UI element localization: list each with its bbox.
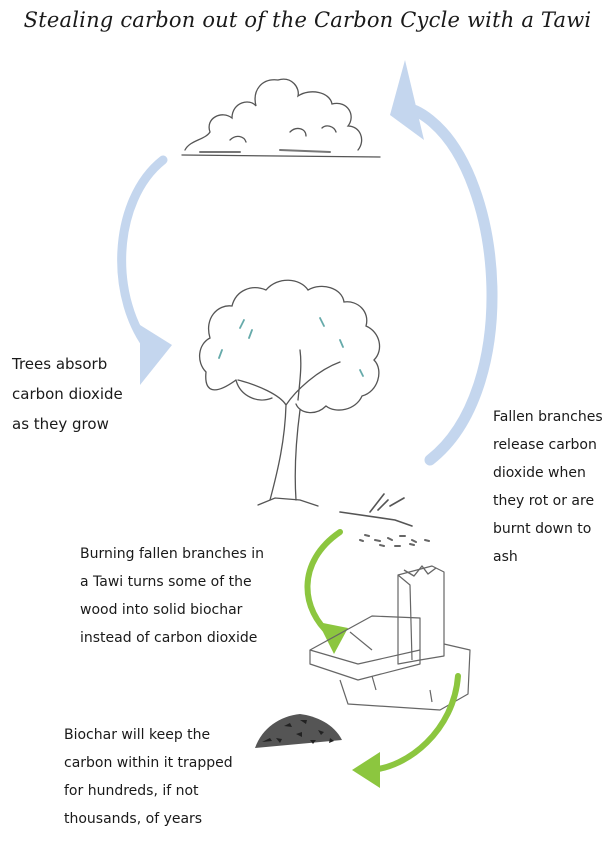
green-arrow-branch-to-tawi (304, 529, 348, 654)
label-line: Trees absorb (12, 355, 108, 373)
label-line: they rot or are (493, 493, 595, 509)
green-arrow-tawi-to-biochar (352, 673, 461, 788)
label-line: carbon dioxide (12, 385, 123, 403)
label-biochar: Biochar will keep the carbon within it t… (64, 721, 233, 833)
label-line: wood into solid biochar (80, 602, 243, 618)
label-fallen-branches: Fallen branches release carbon dioxide w… (493, 403, 603, 571)
label-burning-branches: Burning fallen branches in a Tawi turns … (80, 540, 264, 652)
tree-icon (199, 279, 381, 507)
label-line: release carbon (493, 437, 597, 453)
blue-arrow-cloud-to-tree (117, 155, 172, 385)
label-line: carbon within it trapped (64, 755, 233, 771)
label-line: instead of carbon dioxide (80, 630, 258, 646)
label-trees-absorb: Trees absorb carbon dioxide as they grow (12, 349, 123, 439)
label-line: ash (493, 549, 518, 565)
label-line: for hundreds, if not (64, 783, 199, 799)
page-title: Stealing carbon out of the Carbon Cycle … (23, 8, 592, 32)
fallen-branch-icon (339, 493, 430, 547)
label-line: burnt down to (493, 521, 592, 537)
label-line: thousands, of years (64, 811, 203, 827)
cloud-icon (181, 78, 381, 158)
biochar-pile-icon (255, 714, 342, 748)
label-line: Biochar will keep the (64, 727, 211, 743)
label-line: Burning fallen branches in (80, 546, 264, 562)
label-line: a Tawi turns some of the (80, 574, 252, 590)
label-line: Fallen branches (493, 409, 603, 425)
label-line: dioxide when (493, 465, 586, 481)
blue-arrow-ground-to-cloud (390, 60, 498, 466)
label-line: as they grow (12, 415, 109, 433)
